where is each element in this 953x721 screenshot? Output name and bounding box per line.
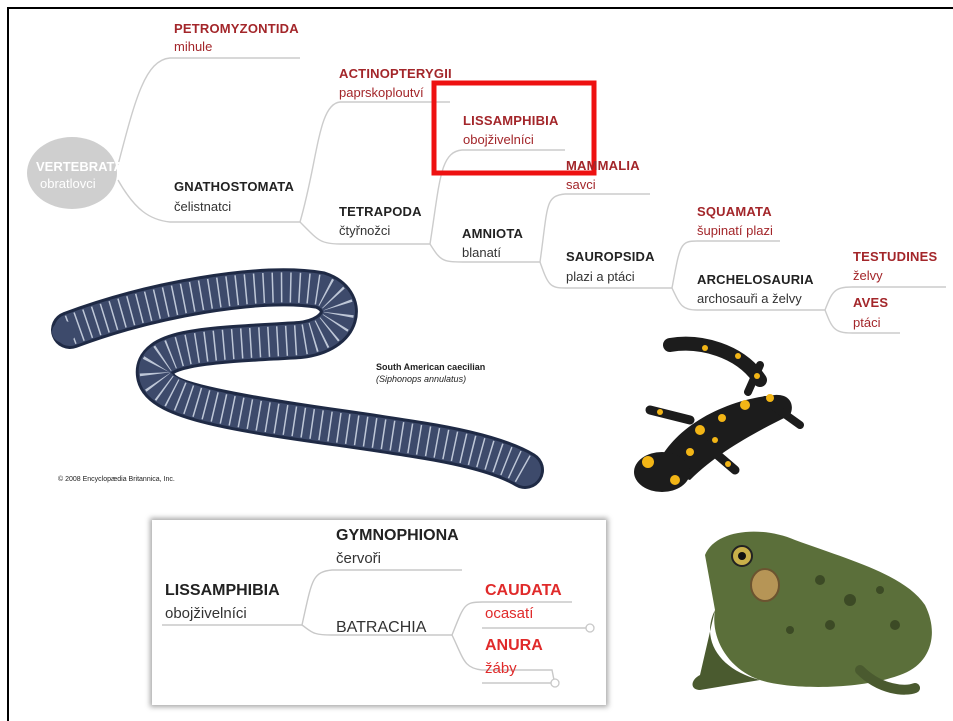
inset-lissamphibia-sub: obojživelníci: [165, 606, 247, 621]
inset-lissamphibia: LISSAMPHIBIA: [165, 583, 280, 599]
inset-batrachia: BATRACHIA: [336, 620, 426, 636]
inset-anura-sub: žáby: [485, 661, 517, 676]
lissamphibia-inset-panel: LISSAMPHIBIA obojživelníci GYMNOPHIONA č…: [152, 520, 606, 705]
inset-caudata: CAUDATA: [485, 583, 562, 599]
inset-gymnophiona: GYMNOPHIONA: [336, 528, 459, 544]
inset-gymnophiona-sub: červoři: [336, 551, 381, 566]
inset-anura: ANURA: [485, 638, 543, 654]
inset-caudata-sub: ocasatí: [485, 606, 533, 621]
